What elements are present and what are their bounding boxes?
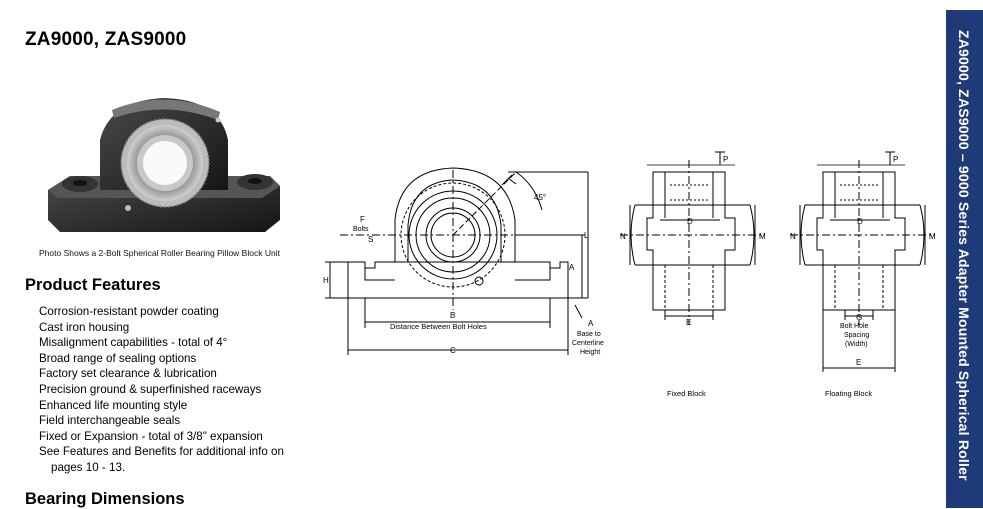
side-tab — [946, 10, 983, 508]
label-g: G — [856, 313, 862, 322]
features-list: Corrosion-resistant powder coating Cast … — [39, 304, 284, 476]
product-features-heading: Product Features — [25, 276, 161, 294]
list-item: Factory set clearance & lubrication — [39, 367, 217, 381]
list-item: Cast iron housing — [39, 320, 130, 334]
page-title: ZA9000, ZAS9000 — [25, 29, 187, 50]
list-item: Enhanced life mounting style — [39, 398, 188, 412]
list-item: Fixed or Expansion - total of 3/8" expan… — [39, 429, 263, 443]
label-base2: Centerline — [572, 340, 604, 347]
label-e: E — [686, 318, 691, 327]
list-item: Corrosion-resistant powder coating — [39, 305, 219, 318]
label-l: L — [584, 231, 589, 240]
dimension-drawings: F Bolts S H B Distance Between Bolt Hole… — [323, 151, 936, 398]
label-n: N — [620, 232, 626, 241]
label-base1: Base to — [577, 331, 601, 338]
label-p: P — [893, 155, 898, 164]
label-m: M — [929, 232, 936, 241]
label-f: F — [360, 215, 365, 224]
label-angle: 45° — [534, 193, 546, 202]
label-e: E — [856, 358, 861, 367]
list-item: See Features and Benefits for additional… — [39, 445, 284, 459]
label-base3: Height — [580, 349, 600, 356]
side-tab-text: ZA9000, ZAS9000 – 9000 Series Adapter Mo… — [956, 30, 972, 481]
label-h: H — [323, 276, 329, 285]
list-item: Field interchangeable seals — [39, 414, 181, 428]
label-a: A — [569, 263, 575, 272]
floating-block-caption: Floating Block — [825, 389, 872, 398]
label-bolt2: Spacing — [844, 332, 869, 339]
floating-block-drawing — [790, 151, 935, 372]
label-d: D — [857, 217, 863, 226]
list-item: Precision ground & superfinished raceway… — [39, 382, 262, 396]
label-distance: Distance Between Bolt Holes — [390, 322, 487, 331]
photo-caption: Photo Shows a 2-Bolt Spherical Roller Be… — [39, 248, 280, 258]
list-item: pages 10 - 13. — [51, 460, 126, 474]
label-n: N — [790, 232, 796, 241]
label-c: C — [450, 346, 456, 355]
label-bolts: Bolts — [353, 226, 369, 233]
label-p: P — [723, 155, 728, 164]
label-bolt1: Bolt Hole — [840, 323, 869, 330]
fixed-block-drawing — [620, 151, 765, 325]
label-a2: A — [588, 319, 594, 328]
label-s: S — [368, 235, 373, 244]
list-item: Broad range of sealing options — [39, 351, 197, 365]
label-bolt3: (Width) — [845, 341, 868, 348]
list-item: Misalignment capabilities - total of 4° — [39, 336, 228, 350]
label-m: M — [759, 232, 766, 241]
fixed-block-caption: Fixed Block — [667, 389, 706, 398]
label-b: B — [450, 311, 455, 320]
front-view-drawing — [325, 167, 589, 355]
bearing-dimensions-heading: Bearing Dimensions — [25, 490, 185, 508]
label-d: D — [687, 217, 693, 226]
pillow-block-photo — [40, 90, 285, 240]
